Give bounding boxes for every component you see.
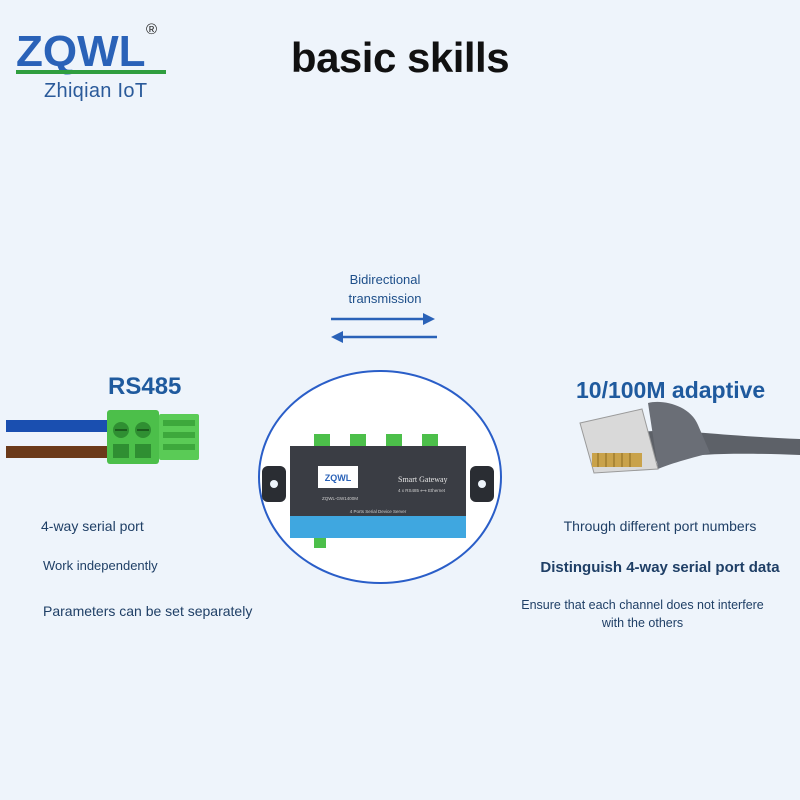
brown-wire bbox=[6, 446, 111, 458]
feature-no-interference: Ensure that each channel does not interf… bbox=[521, 598, 764, 630]
registered-mark: ® bbox=[146, 21, 157, 38]
transmission-line-1: Bidirectional bbox=[349, 272, 421, 287]
smart-gateway-device-icon: ZQWL Smart Gateway 4 x RS485 ⟷ Ethernet … bbox=[262, 434, 494, 548]
zqwl-logo: ZQWL ® bbox=[16, 21, 166, 76]
feature-serial-port: 4-way serial port bbox=[41, 518, 144, 534]
feature-port-numbers: Through different port numbers bbox=[563, 518, 757, 534]
device-logo: ZQWL bbox=[325, 473, 352, 483]
feature-distinguish-data: Distinguish 4-way serial port data bbox=[540, 559, 780, 576]
brand-subtitle: Zhiqian IoT bbox=[44, 80, 148, 102]
page-title: basic skills bbox=[290, 34, 510, 81]
device-model: ZQWL-GW1400M bbox=[322, 496, 358, 501]
feature-work-independently: Work independently bbox=[43, 558, 158, 573]
ethernet-cable-icon bbox=[579, 401, 800, 474]
device-strip-text: 4 Ports Serial Device Server bbox=[350, 509, 407, 514]
transmission-label: Bidirectional transmission bbox=[330, 270, 440, 308]
logo-text: ZQWL bbox=[16, 27, 146, 76]
feature-parameters: Parameters can be set separately bbox=[43, 603, 253, 619]
bidirectional-arrows-icon bbox=[331, 313, 437, 343]
device-spec: 4 x RS485 ⟷ Ethernet bbox=[398, 488, 446, 493]
device-name: Smart Gateway bbox=[398, 475, 448, 484]
transmission-line-2: transmission bbox=[348, 291, 422, 306]
rs485-label: RS485 bbox=[108, 373, 182, 400]
terminal-block-icon bbox=[107, 410, 199, 464]
blue-wire bbox=[6, 420, 111, 432]
ethernet-label: 10/100M adaptive bbox=[576, 377, 766, 403]
